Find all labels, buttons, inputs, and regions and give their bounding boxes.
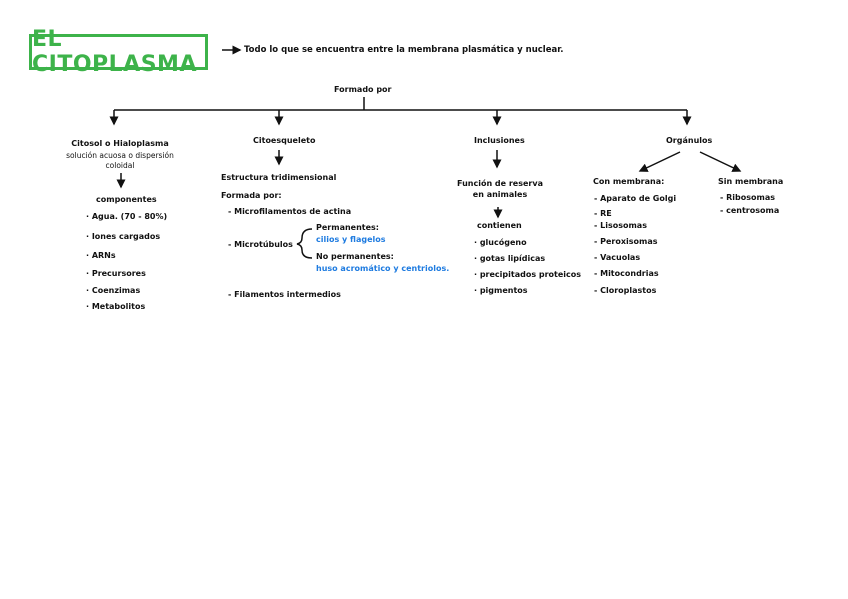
microtubulos-brace — [296, 228, 313, 259]
definition-text: Todo lo que se encuentra entre la membra… — [244, 45, 564, 55]
citosol-subtitle-1: solución acuosa o dispersión — [66, 151, 174, 160]
arrow-sin-membrana — [699, 151, 742, 172]
no-permanentes-label: No permanentes: — [316, 252, 394, 261]
estructura-label: Estructura tridimensional — [221, 173, 337, 182]
funcion-line-2: en animales — [472, 190, 528, 199]
citosol-item: · Coenzimas — [86, 286, 141, 295]
formado-por-label: Formado por — [334, 85, 392, 94]
con-membrana-item: - RE — [594, 209, 612, 218]
con-membrana-item: - Vacuolas — [594, 253, 641, 262]
filamentos-item: - Filamentos intermedios — [228, 290, 341, 299]
con-membrana-label: Con membrana: — [593, 177, 665, 186]
page-title: EL CITOPLASMA — [32, 27, 197, 77]
funcion-line-1: Función de reserva — [457, 179, 543, 188]
permanentes-value: cilios y flagelos — [316, 235, 386, 244]
con-membrana-item: - Cloroplastos — [594, 286, 657, 295]
formada-por-label: Formada por: — [221, 191, 282, 200]
con-membrana-item: - Aparato de Golgi — [594, 194, 677, 203]
microtubulos-item: - Microtúbulos — [228, 240, 293, 249]
inclusiones-item: · gotas lipídicas — [474, 254, 546, 263]
citosol-item: · ARNs — [86, 251, 116, 260]
componentes-label: componentes — [96, 195, 157, 204]
arrow-con-membrana — [638, 151, 681, 172]
title-box: EL CITOPLASMA — [29, 27, 208, 77]
citosol-item: · Iones cargados — [86, 232, 161, 241]
organulos-title: Orgánulos — [666, 136, 713, 145]
citosol-item: · Agua. (70 - 80%) — [86, 212, 168, 221]
citoesqueleto-title: Citoesqueleto — [253, 136, 316, 145]
no-permanentes-value: huso acromático y centriolos. — [316, 264, 450, 273]
sin-membrana-item: - Ribosomas — [720, 193, 775, 202]
inclusiones-item: · glucógeno — [474, 238, 527, 247]
microfilamentos-item: - Microfilamentos de actina — [228, 207, 352, 216]
contienen-label: contienen — [477, 221, 522, 230]
con-membrana-item: - Lisosomas — [594, 221, 647, 230]
citosol-title: Citosol o Hialoplasma — [71, 139, 169, 148]
permanentes-label: Permanentes: — [316, 223, 379, 232]
con-membrana-item: - Mitocondrias — [594, 269, 659, 278]
sin-membrana-label: Sin membrana — [718, 177, 784, 186]
citosol-subtitle-2: coloidal — [105, 161, 135, 170]
sin-membrana-item: - centrosoma — [720, 206, 780, 215]
inclusiones-item: · precipitados proteicos — [474, 270, 582, 279]
inclusiones-item: · pigmentos — [474, 286, 528, 295]
citosol-item: · Metabolitos — [86, 302, 146, 311]
inclusiones-title: Inclusiones — [474, 136, 525, 145]
citosol-item: · Precursores — [86, 269, 146, 278]
con-membrana-item: - Peroxisomas — [594, 237, 658, 246]
